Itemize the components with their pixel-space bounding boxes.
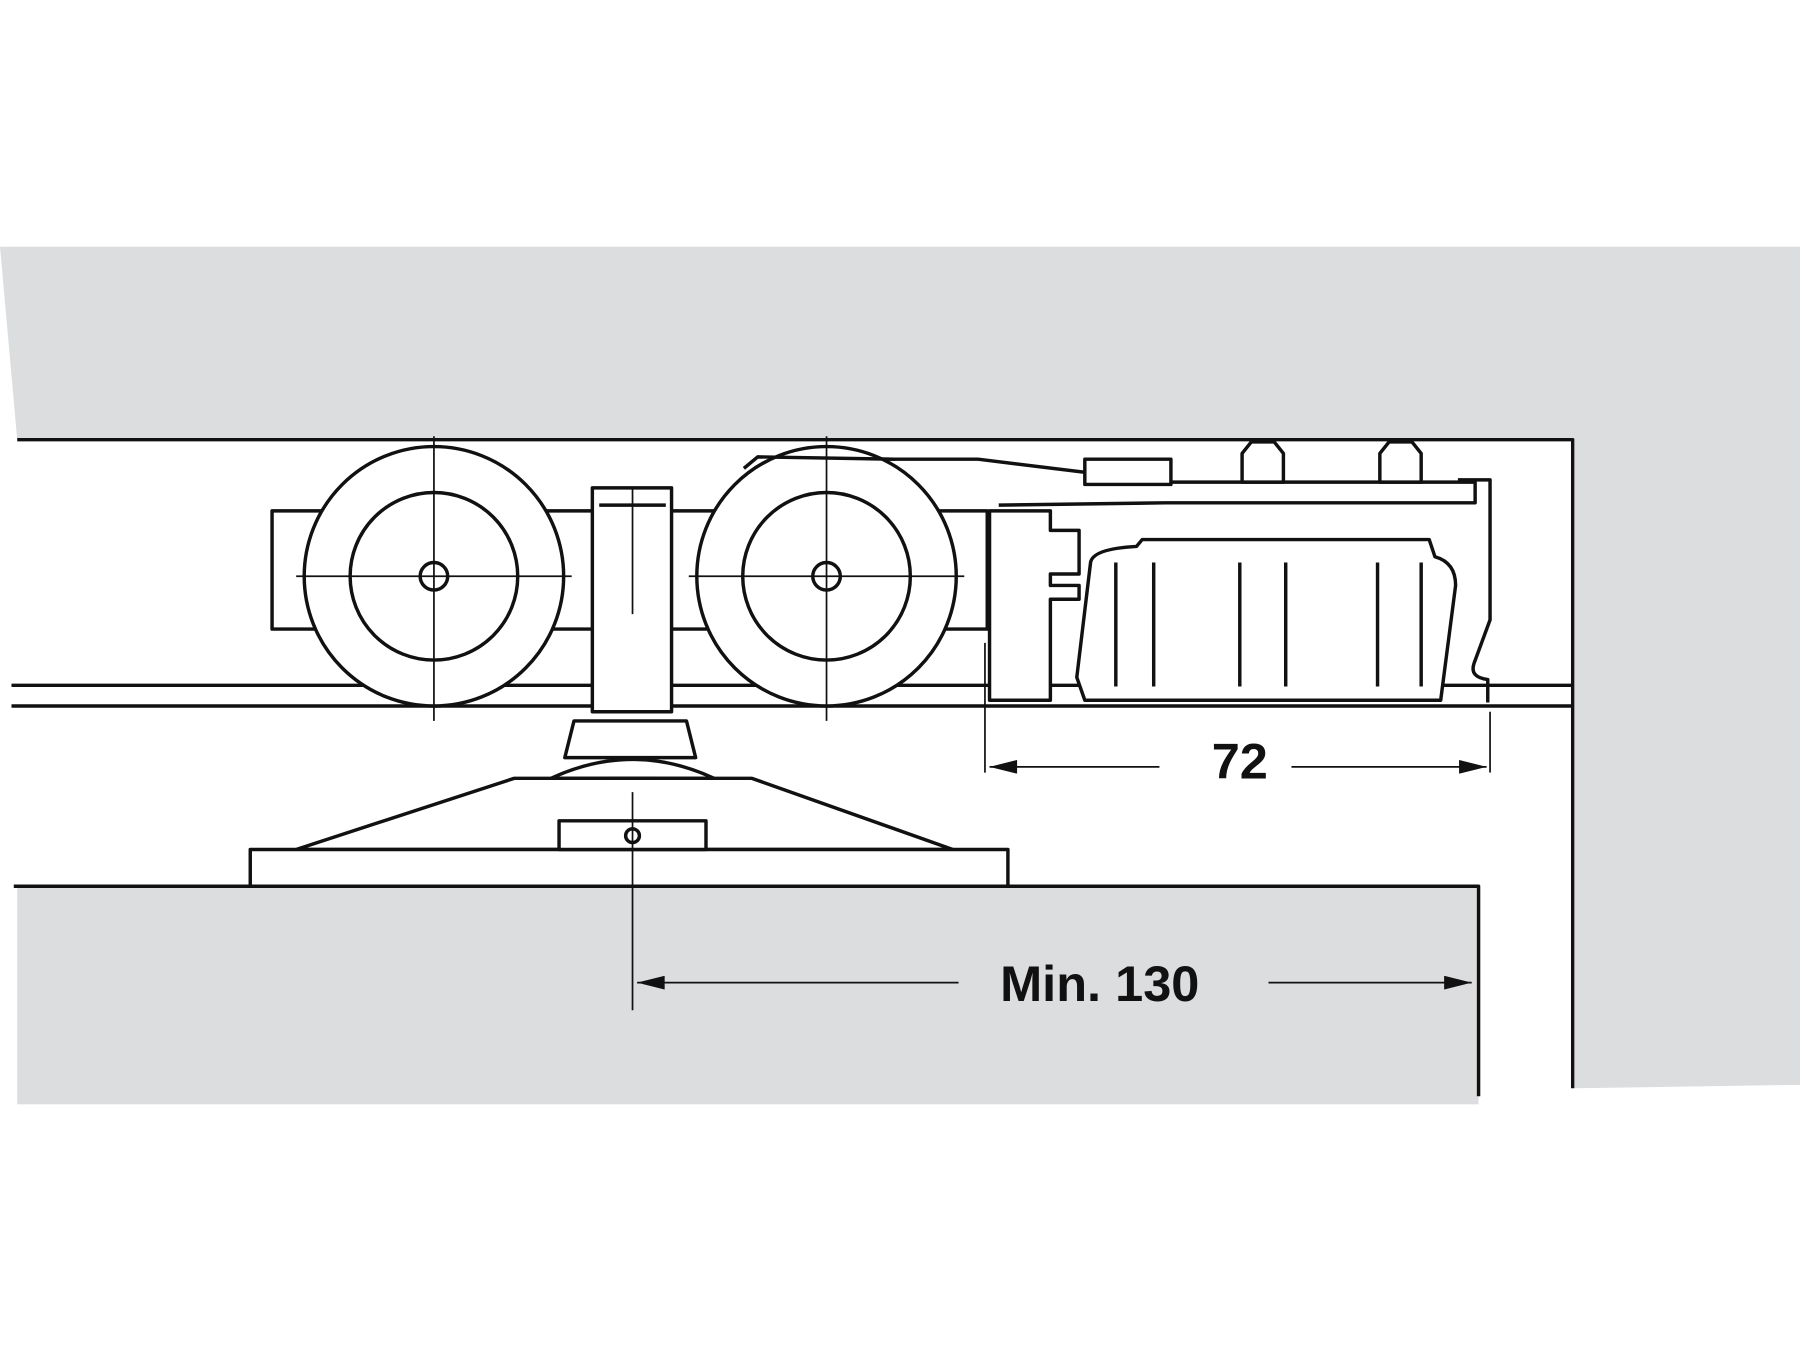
wheel-right bbox=[688, 436, 965, 721]
track-profile bbox=[17, 437, 1575, 1089]
dimension-min-130: Min. 130 bbox=[631, 792, 1472, 1012]
mounting-plate bbox=[248, 776, 1010, 888]
dimension-72-label: 72 bbox=[1212, 732, 1268, 789]
wheel-left bbox=[296, 436, 572, 721]
dimension-min-130-label: Min. 130 bbox=[1000, 955, 1199, 1012]
door-panel bbox=[17, 886, 1479, 1105]
dimension-72: 72 bbox=[984, 642, 1491, 789]
soft-close-damper bbox=[889, 440, 1492, 703]
ceiling-wall bbox=[0, 246, 1800, 1089]
